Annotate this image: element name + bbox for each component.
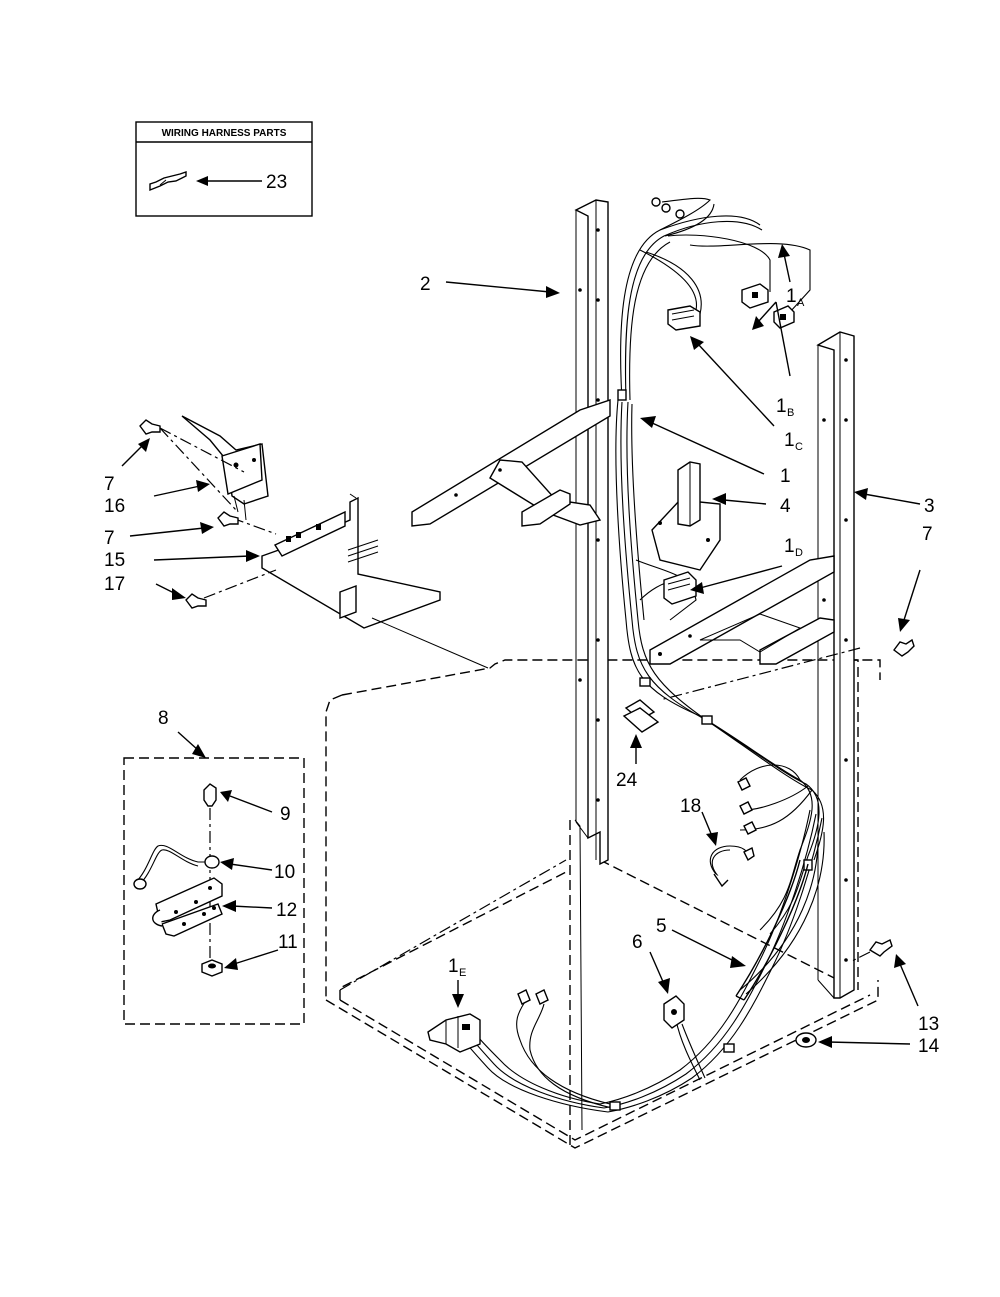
harness-sleeve: [617, 389, 627, 401]
connector-1d: [663, 571, 697, 605]
jumper-wire-18: [709, 845, 755, 888]
callout-1c: 1: [784, 430, 795, 451]
callout-18: 18: [680, 796, 701, 817]
screw-icon: [203, 783, 217, 807]
leader-lines: [121, 244, 921, 1048]
ground-strap-box: [123, 757, 305, 1025]
screw-icon: [139, 419, 161, 435]
screw-icon: [868, 939, 893, 957]
callout-2: 2: [420, 274, 431, 295]
terminal-connector-icon: [149, 171, 187, 192]
callout-1d-sub: D: [795, 547, 803, 559]
hose-part-5: [735, 859, 809, 1001]
callout-1d: 1: [784, 536, 795, 557]
callout-17: 17: [104, 574, 125, 595]
callout-5: 5: [656, 916, 667, 937]
control-bracket-assembly: [181, 415, 441, 629]
spade-terminal-icon: [517, 989, 549, 1005]
spade-terminal-icon: [737, 777, 757, 835]
screw-icon: [893, 638, 915, 657]
left-cross-brace: [411, 399, 611, 527]
callout-7-right: 7: [922, 524, 933, 545]
callout-7-top: 7: [104, 474, 115, 495]
callout-9: 9: [280, 804, 291, 825]
screw-icon: [185, 593, 207, 609]
wiring-harness-parts-box: WIRING HARNESS PARTS 23: [135, 121, 313, 217]
clamp-part-6: [663, 995, 685, 1029]
callout-15: 15: [104, 550, 125, 571]
callout-1b-sub: B: [787, 407, 794, 419]
callout-24: 24: [616, 770, 638, 791]
ground-wire-icon: [133, 844, 220, 890]
callout-7-mid: 7: [104, 528, 115, 549]
callout-10: 10: [274, 862, 295, 883]
callout-1a: 1: [786, 286, 797, 307]
clip-part-24: [622, 699, 660, 733]
callout-1b: 1: [776, 396, 787, 417]
callout-1: 1: [780, 466, 791, 487]
callout-1a-sub: A: [797, 297, 805, 309]
ring-terminal-icon: [651, 197, 685, 219]
leveling-foot-14: [795, 1032, 817, 1048]
connector-1e: [427, 1013, 481, 1053]
harness-sleeve: [723, 1043, 735, 1053]
callout-3: 3: [924, 496, 935, 517]
callout-4: 4: [780, 496, 791, 517]
connector-1b: [741, 283, 769, 309]
wiring-harness-box-title: WIRING HARNESS PARTS: [162, 128, 287, 139]
callout-12: 12: [276, 900, 297, 921]
connector-1c: [667, 305, 701, 331]
screw-icon: [217, 511, 239, 527]
left-upright-frame: [574, 199, 609, 866]
callout-1e-sub: E: [459, 967, 466, 979]
harness-sleeve: [639, 677, 651, 687]
callout-8: 8: [158, 708, 169, 729]
callout-1e: 1: [448, 956, 459, 977]
connector-1a: [773, 305, 795, 329]
right-upright-frame: [816, 331, 855, 999]
ground-strap-icon: [152, 877, 223, 937]
callout-13: 13: [918, 1014, 939, 1035]
callout-16: 16: [104, 496, 125, 517]
right-cross-brace: [649, 555, 835, 665]
nut-icon: [201, 959, 223, 977]
harness-sleeve: [609, 1101, 621, 1111]
bracket-part-4: [651, 461, 721, 571]
callout-1c-sub: C: [795, 441, 803, 453]
harness-sleeve: [701, 715, 713, 725]
callout-11: 11: [278, 932, 298, 953]
callout-6: 6: [632, 932, 643, 953]
screw-path-lines: [159, 427, 245, 511]
callout-labels: 2 1 A 1 B 1 C 1 4 3 7 1 D 7 16 7 15 17 8…: [104, 274, 940, 1057]
callout-23: 23: [266, 172, 287, 193]
callout-14: 14: [918, 1036, 940, 1057]
